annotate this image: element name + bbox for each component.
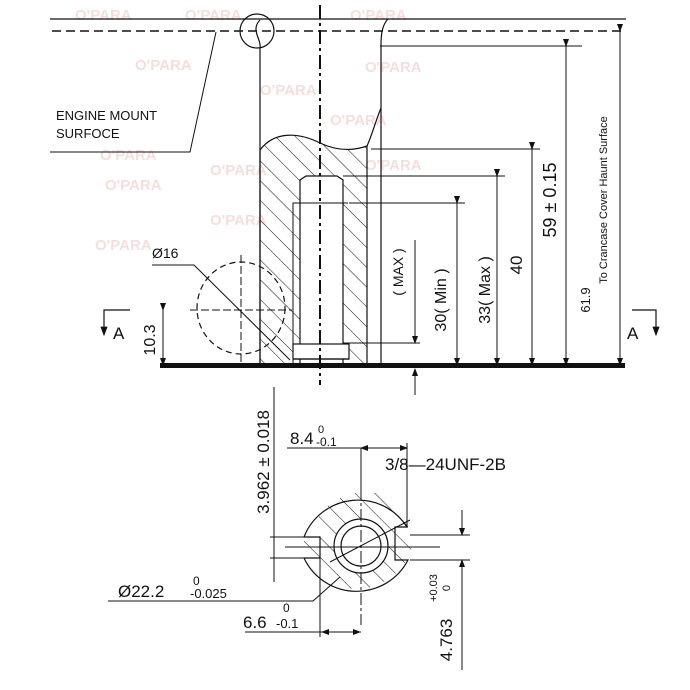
key-shaft-outline bbox=[303, 499, 409, 592]
section-label-right: A bbox=[627, 324, 639, 343]
dim-22-2-leader bbox=[108, 576, 341, 602]
section-arrow-left bbox=[100, 309, 130, 337]
base-surface bbox=[160, 363, 625, 368]
watermark: O'PARA bbox=[100, 147, 157, 164]
dim-8-4-label: 8.4 bbox=[290, 429, 314, 448]
dim-6-6-tol-lower: -0.1 bbox=[276, 616, 298, 631]
dim-8-4-tol-upper: 0 bbox=[318, 424, 324, 436]
watermark: O'PARA bbox=[95, 237, 152, 254]
dim-3-962-label: 3.962 ± 0.018 bbox=[254, 410, 273, 514]
dia16-label: Ø16 bbox=[152, 245, 179, 261]
dim-10-3-label: 10.3 bbox=[142, 324, 159, 355]
dim-40-label: 40 bbox=[507, 256, 526, 275]
dim-8-4-tol-lower: -0.1 bbox=[316, 435, 337, 449]
engine-mount-leader bbox=[50, 31, 217, 153]
watermark: O'PARA bbox=[185, 7, 242, 24]
watermark: O'PARA bbox=[350, 7, 407, 24]
dim-61-9-label: 61.9 bbox=[578, 287, 593, 312]
watermark: O'PARA bbox=[365, 59, 422, 76]
watermark: O'PARA bbox=[260, 82, 317, 99]
watermark: O'PARA bbox=[365, 157, 422, 174]
section-a-a bbox=[285, 488, 440, 625]
watermark: O'PARA bbox=[105, 177, 162, 194]
dim-22-2-label: Ø22.2 bbox=[118, 582, 164, 601]
dia16-leader bbox=[152, 264, 291, 361]
crankcase-note: To Crancase Cover Haunt Surface bbox=[598, 116, 610, 284]
threaded-bore bbox=[299, 175, 344, 367]
thread-line bbox=[292, 202, 348, 366]
engine-mount-label: ENGINE MOUNT bbox=[56, 108, 157, 123]
detail-circle bbox=[239, 13, 275, 49]
dim-max-label: ( MAX ) bbox=[390, 248, 406, 295]
dim-4-763-tol-lower: 0 bbox=[441, 585, 453, 591]
shaft-left-edge bbox=[255, 19, 261, 366]
watermark: O'PARA bbox=[75, 7, 132, 24]
watermark: O'PARA bbox=[135, 57, 192, 74]
section-arrow-right bbox=[632, 309, 660, 337]
engine-mount-label-2: SURFOCE bbox=[56, 126, 120, 141]
dim-59-label: 59 ± 0.15 bbox=[540, 163, 560, 238]
dim-6-6-label: 6.6 bbox=[243, 613, 267, 632]
section-label-left: A bbox=[113, 324, 125, 343]
watermark: O'PARA bbox=[210, 162, 267, 179]
dim-4-763-label: 4.763 bbox=[437, 619, 456, 662]
dim-22-2-tol-upper: 0 bbox=[193, 574, 200, 588]
watermark: O'PARA bbox=[330, 112, 387, 129]
thread-spec-label: 3/8—24UNF-2B bbox=[385, 455, 506, 474]
watermark: O'PARA bbox=[210, 212, 267, 229]
break-line bbox=[366, 107, 382, 147]
dim-6-6-tol-upper: 0 bbox=[283, 601, 290, 615]
dim-4-763-tol-upper: +0.03 bbox=[428, 574, 440, 602]
watermarks: O'PARA O'PARA O'PARA O'PARA O'PARA O'PAR… bbox=[75, 7, 422, 254]
dim-30-label: 30( Min ) bbox=[433, 268, 450, 331]
dim-33-label: 33( Max ) bbox=[477, 256, 494, 324]
shaft-right-edge bbox=[380, 18, 389, 366]
dim-22-2-tol-lower: -0.025 bbox=[190, 586, 227, 601]
